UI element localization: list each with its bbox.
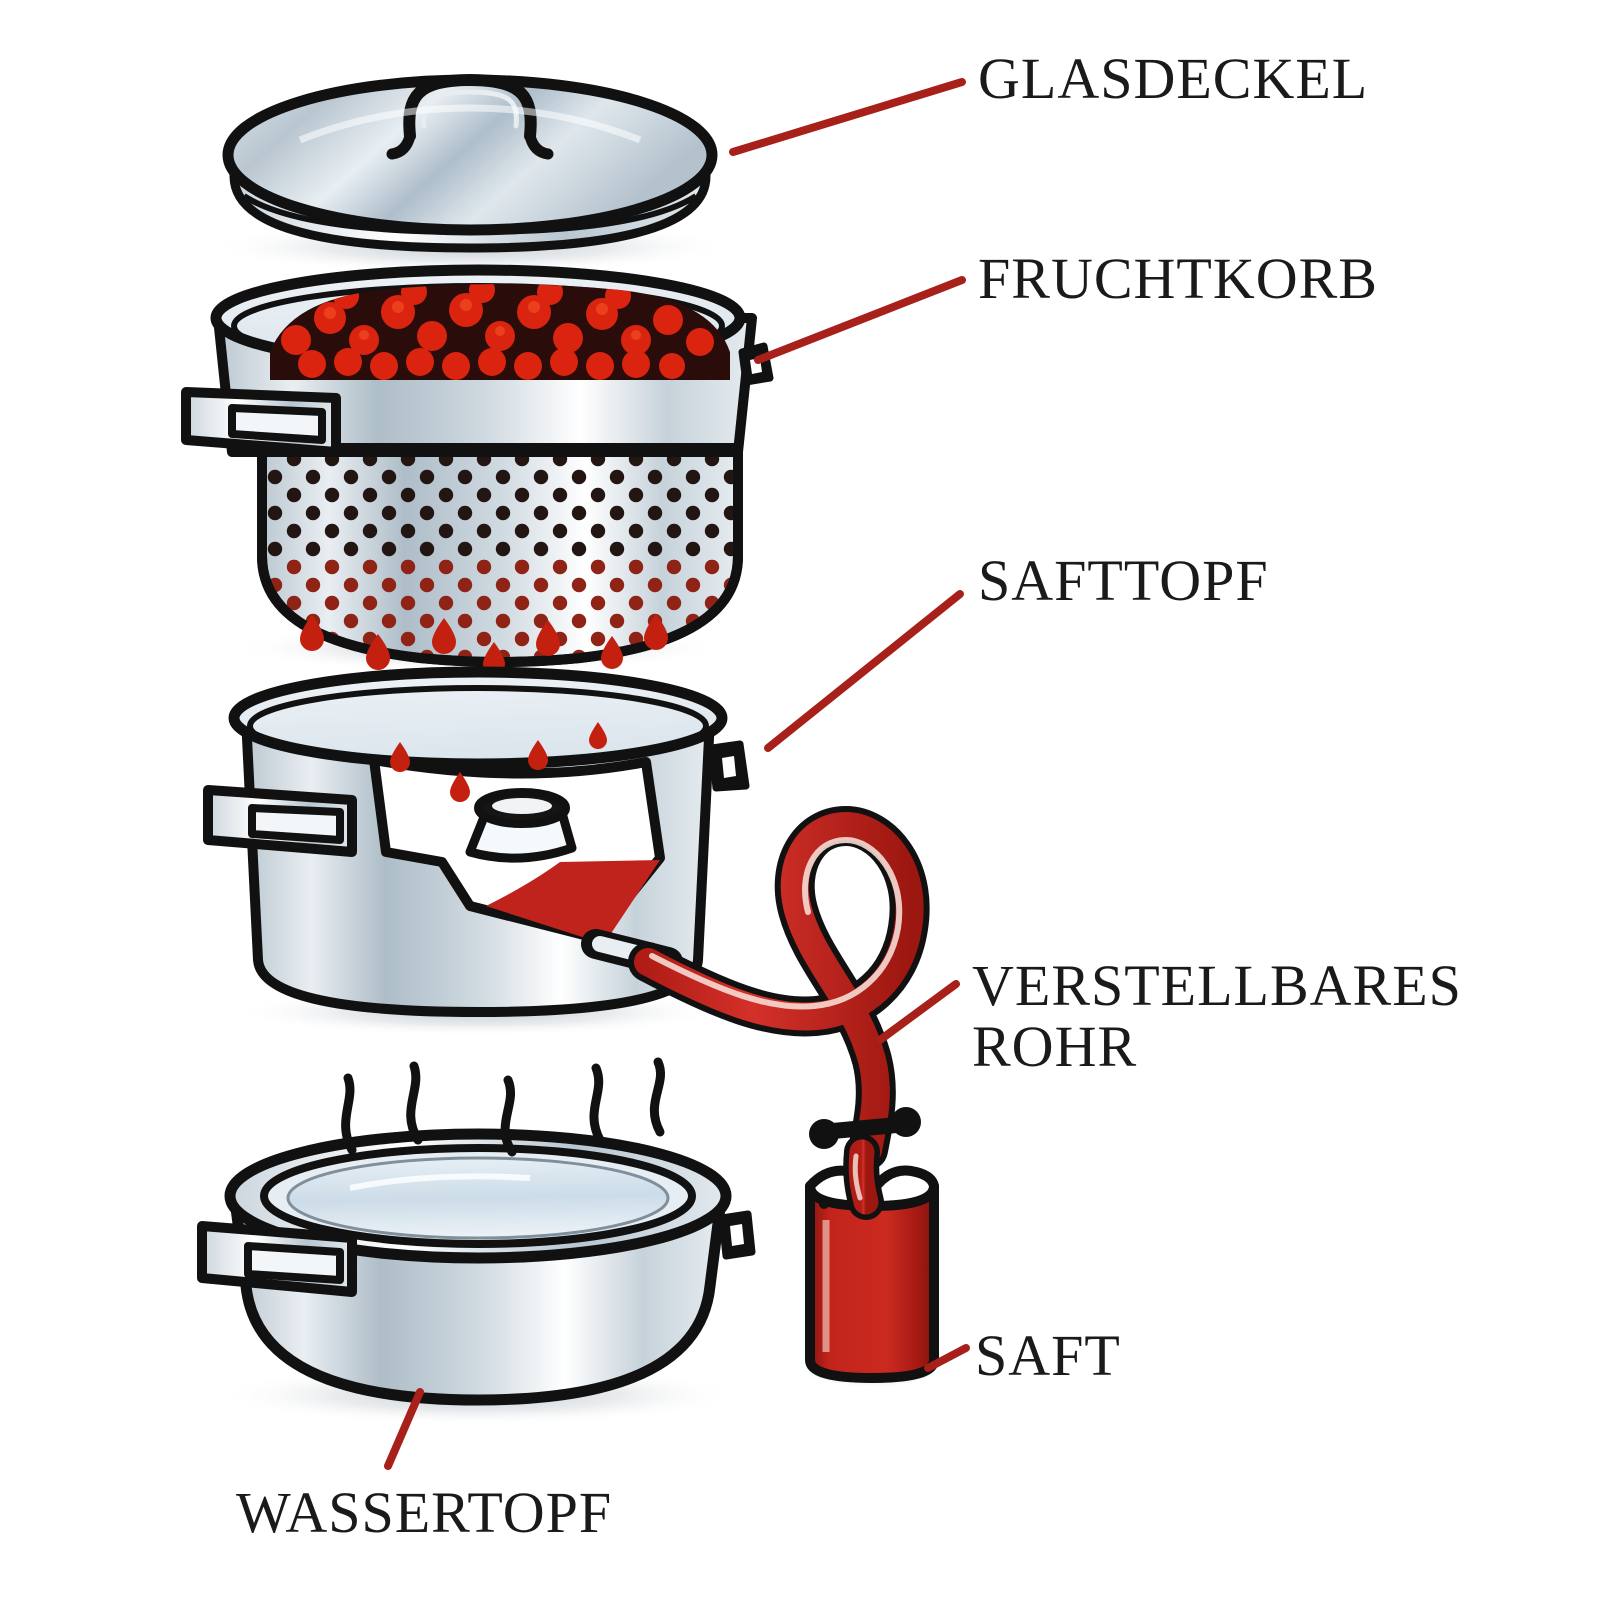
label-wassertopf: WASSERTOPF [236,1480,613,1545]
center-cone [465,788,577,863]
basket-handle-left [181,387,341,457]
waterpot-handle-left [197,1221,357,1297]
steam-wisps [341,1057,666,1157]
wassertopf-part [197,1057,756,1406]
waterpot-lug-right [718,1210,756,1260]
tube-clamp [809,1107,921,1149]
leader-line-juicepot [764,590,964,752]
leader-lines [384,78,970,1470]
glasdeckel-part [222,73,718,253]
berries [270,284,730,380]
label-glasdeckel: GLASDECKEL [978,46,1369,111]
juicepot-lug-right [708,740,750,792]
leader-line-waterpot [384,1388,424,1470]
label-verstellbares-rohr: VERSTELLBARES ROHR [972,953,1462,1080]
leader-line-juice [924,1344,970,1372]
leader-line-basket [754,276,966,364]
label-fruchtkorb: FRUCHTKORB [978,246,1378,311]
leader-line-lid [729,78,966,156]
leader-line-tube [876,980,960,1044]
saft-part [805,1134,939,1383]
label-safttopf: SAFTTOPF [978,548,1269,613]
basket-lug-right [738,342,774,386]
juicepot-handle-left [203,785,357,857]
fruchtkorb-part [181,264,774,667]
verstellbares-rohr-part [581,806,930,1170]
label-saft: SAFT [975,1323,1121,1388]
juice-drops-inside [390,722,607,802]
